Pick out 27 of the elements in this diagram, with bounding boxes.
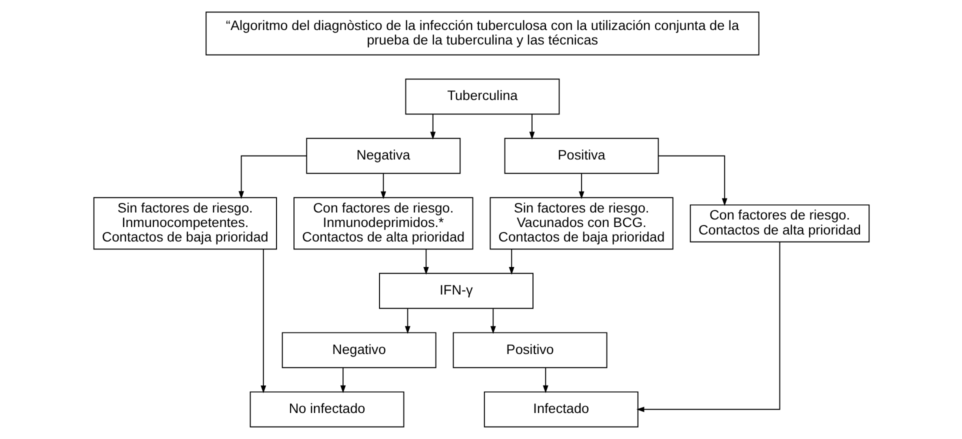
arrow [528,114,534,140]
node-box: Sin factores de riesgo. Inmunocompetentes. Contactos de baja prioridad [92,197,276,250]
node-box: Negativa [306,138,460,174]
node-box: Positiva [504,138,658,174]
arrow [636,241,780,412]
arrow [658,155,727,206]
arrow [578,173,584,200]
node-box: Negativo [281,332,436,368]
arrow [340,367,346,394]
node-box: Positivo [452,332,607,368]
node-box: IFN-γ [378,272,533,309]
arrow [508,248,514,275]
arrow [542,367,548,394]
diagram-title: “Algoritmo del diagnòstico de la infección tuberculosa con la utilización conjunta de la prueba de la tuberculina y las técnicas [225,18,739,48]
arrow [490,308,496,334]
node-box: Tuberculina [404,78,560,115]
node-box: Infectado [483,391,638,428]
arrow [380,173,386,200]
arrow [404,308,410,334]
arrow [430,114,436,140]
arrow [260,248,266,394]
arrow [422,248,428,275]
node-box: Con factores de riesgo. Contactos de alta prioridad [689,204,870,242]
arrow [238,155,306,199]
node-box: Sin factores de riesgo. Vacunados con BCG. Contactos de baja prioridad [489,197,673,250]
node-box: No infectado [249,391,404,428]
node-box: Con factores de riesgo. Inmunodeprimidos.* Contactos de alta prioridad [293,197,473,250]
